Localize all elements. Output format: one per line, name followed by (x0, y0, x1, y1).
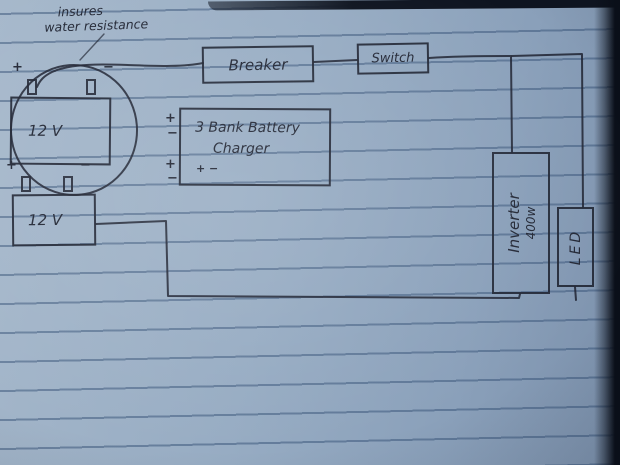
battery1-minus-mark: − (103, 60, 114, 75)
charger-plus-mark-1: + (165, 111, 176, 126)
inverter-box: Inverter 400w (492, 152, 550, 294)
battery2-label: 12 V (27, 210, 63, 230)
wire-breaker-to-battery (36, 62, 204, 88)
led-vertical-text: LED (559, 209, 592, 285)
terminal-highlight-oval (9, 64, 139, 196)
wire-breaker-to-switch (313, 59, 358, 63)
inverter-wattage-label: 400w (523, 206, 538, 240)
battery2-box: 12 V (11, 193, 97, 247)
annotation-note: insures water resistance (44, 1, 148, 35)
breaker-label: Breaker (228, 55, 288, 74)
notebook-right-edge (594, 0, 620, 465)
charger-minus-mark-2: − (167, 171, 178, 186)
battery1-label: 12 V (27, 121, 63, 141)
battery1-box: 12 V (9, 96, 112, 166)
breaker-box: Breaker (201, 45, 315, 84)
led-label: LED (567, 228, 584, 266)
inverter-label: Inverter (504, 193, 523, 253)
inverter-vertical-text: Inverter 400w (494, 154, 548, 292)
wire-bottom-return-loop (95, 220, 521, 299)
battery1-terminal-positive (27, 79, 37, 95)
battery-charger-box: 3 Bank Battery Charger (178, 107, 332, 187)
battery2-terminal-negative (63, 176, 73, 192)
battery2-minus-mark: − (80, 158, 91, 173)
wire-switch-to-inverter (428, 55, 513, 153)
wire-led-stub (574, 286, 577, 301)
charger-inner-polarity-mark: + − (196, 162, 219, 175)
charger-plus-mark-2: + (165, 157, 176, 172)
battery1-terminal-negative (86, 79, 96, 95)
charger-label-line1: 3 Bank Battery (195, 119, 300, 137)
switch-label: Switch (371, 50, 415, 67)
switch-box: Switch (356, 42, 430, 75)
battery1-plus-mark: + (12, 60, 23, 75)
note-pointer-line (79, 33, 105, 61)
battery2-plus-mark: + (6, 158, 17, 173)
charger-minus-mark-1: − (167, 126, 178, 141)
led-box: LED (557, 207, 594, 287)
wire-top-right-to-led (511, 53, 584, 208)
charger-label-line2: Charger (212, 140, 270, 158)
battery2-terminal-positive (21, 176, 31, 192)
